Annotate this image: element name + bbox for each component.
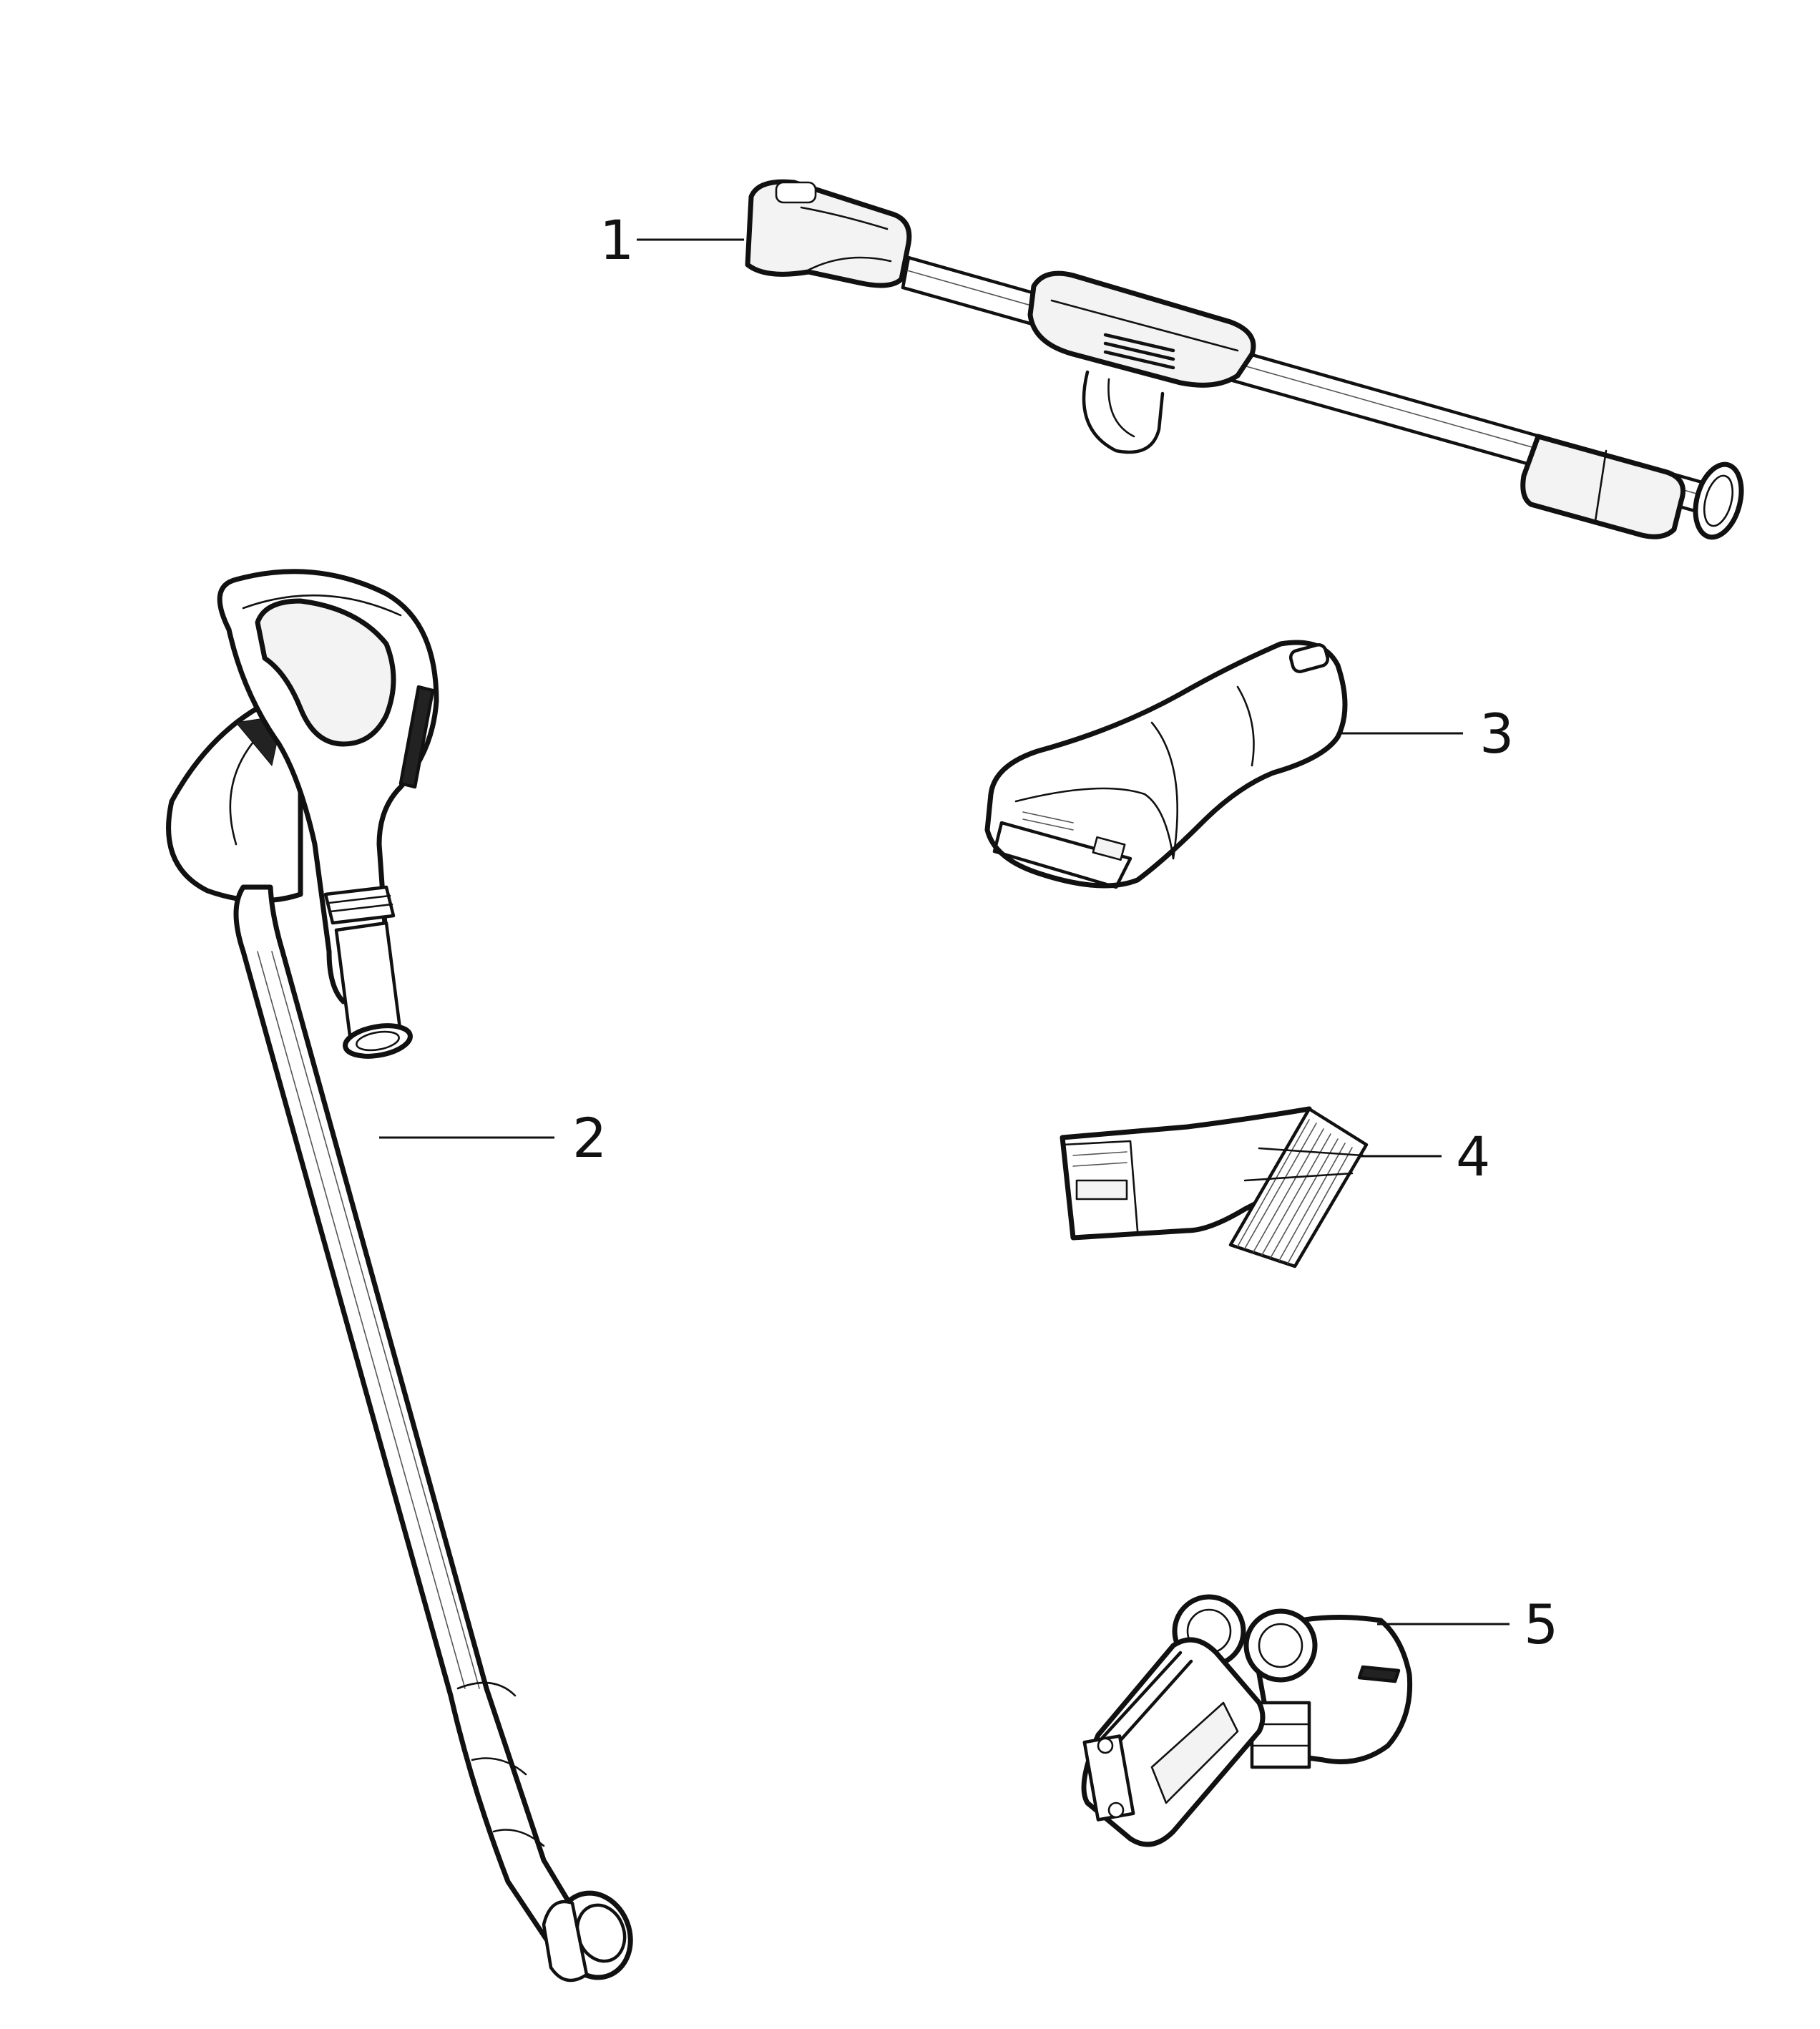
callout-4: 4 bbox=[1456, 1125, 1490, 1188]
part-1-extension-wand[interactable] bbox=[745, 179, 1748, 542]
callout-1: 1 bbox=[600, 208, 634, 272]
part-3-upholstery-nozzle[interactable] bbox=[984, 640, 1348, 889]
callout-2: 2 bbox=[572, 1106, 607, 1170]
callout-3: 3 bbox=[1479, 702, 1514, 766]
part-5-pivot-tool[interactable] bbox=[1081, 1594, 1413, 1847]
part-2-hose-handle[interactable] bbox=[166, 569, 642, 1988]
part-4-dusting-brush[interactable] bbox=[1060, 1106, 1369, 1268]
callout-5: 5 bbox=[1524, 1593, 1558, 1656]
